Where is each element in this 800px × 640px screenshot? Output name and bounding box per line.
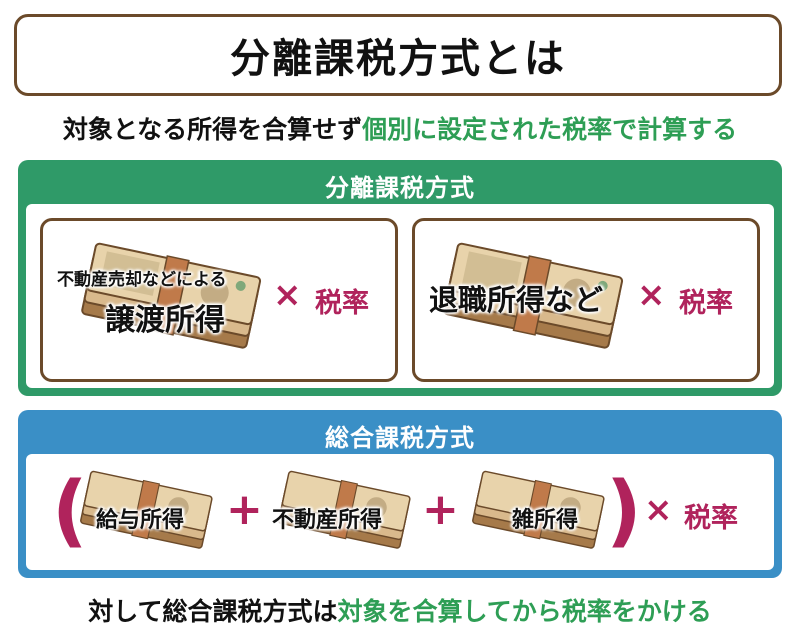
- transfer-income-label: 譲渡所得: [105, 303, 225, 338]
- intro-line: 対象となる所得を合算せず個別に設定された税率で計算する: [0, 110, 800, 146]
- combined-panel-heading: 総合課税方式: [325, 424, 475, 452]
- outro-accent: 対象を合算してから税率をかける: [337, 597, 712, 626]
- page-title: 分離課税方式とは: [230, 36, 566, 82]
- outro-plain: 対して総合課税方式は: [88, 597, 338, 626]
- multiply-sign: ×: [644, 490, 673, 530]
- plus-sign: +: [226, 484, 263, 535]
- intro-plain: 対象となる所得を合算せず: [62, 115, 363, 144]
- combined-taxation-panel: 総合課税方式 ( 給与所得 +: [18, 410, 782, 578]
- outro-line: 対して総合課税方式は対象を合算してから税率をかける: [0, 592, 800, 628]
- misc-income-label: 雑所得: [512, 508, 579, 533]
- separate-panel-body: 不動産売却などによる 譲渡所得 × 税率: [26, 204, 774, 388]
- money-bundle-icon: [272, 460, 412, 560]
- open-paren: (: [52, 466, 88, 556]
- tax-rate-label: 税率: [684, 503, 738, 534]
- money-bundle-icon: [74, 460, 214, 560]
- tax-rate-label: 税率: [679, 288, 733, 319]
- money-bundle-icon: [466, 460, 606, 560]
- separate-taxation-panel: 分離課税方式 不動産売却などによる 譲渡所得: [18, 160, 782, 396]
- combined-panel-body: ( 給与所得 +: [26, 454, 774, 570]
- title-box: 分離課税方式とは: [14, 14, 782, 96]
- retirement-income-card: 退職所得など × 税率: [412, 218, 760, 382]
- multiply-sign: ×: [273, 275, 302, 315]
- money-bundle-icon: [435, 231, 625, 361]
- retirement-income-label: 退職所得など: [429, 283, 604, 317]
- money-bundle-icon: [73, 231, 263, 361]
- plus-sign: +: [422, 484, 459, 535]
- tax-rate-label: 税率: [315, 288, 369, 319]
- real-estate-income-label: 不動産所得: [272, 508, 383, 533]
- salary-income-label: 給与所得: [96, 508, 185, 533]
- separate-panel-heading: 分離課税方式: [325, 174, 475, 202]
- transfer-income-small-label: 不動産売却などによる: [57, 270, 227, 290]
- close-paren: ): [606, 466, 642, 556]
- intro-accent: 個別に設定された税率で計算する: [362, 115, 738, 144]
- transfer-income-card: 不動産売却などによる 譲渡所得 × 税率: [40, 218, 398, 382]
- multiply-sign: ×: [637, 275, 666, 315]
